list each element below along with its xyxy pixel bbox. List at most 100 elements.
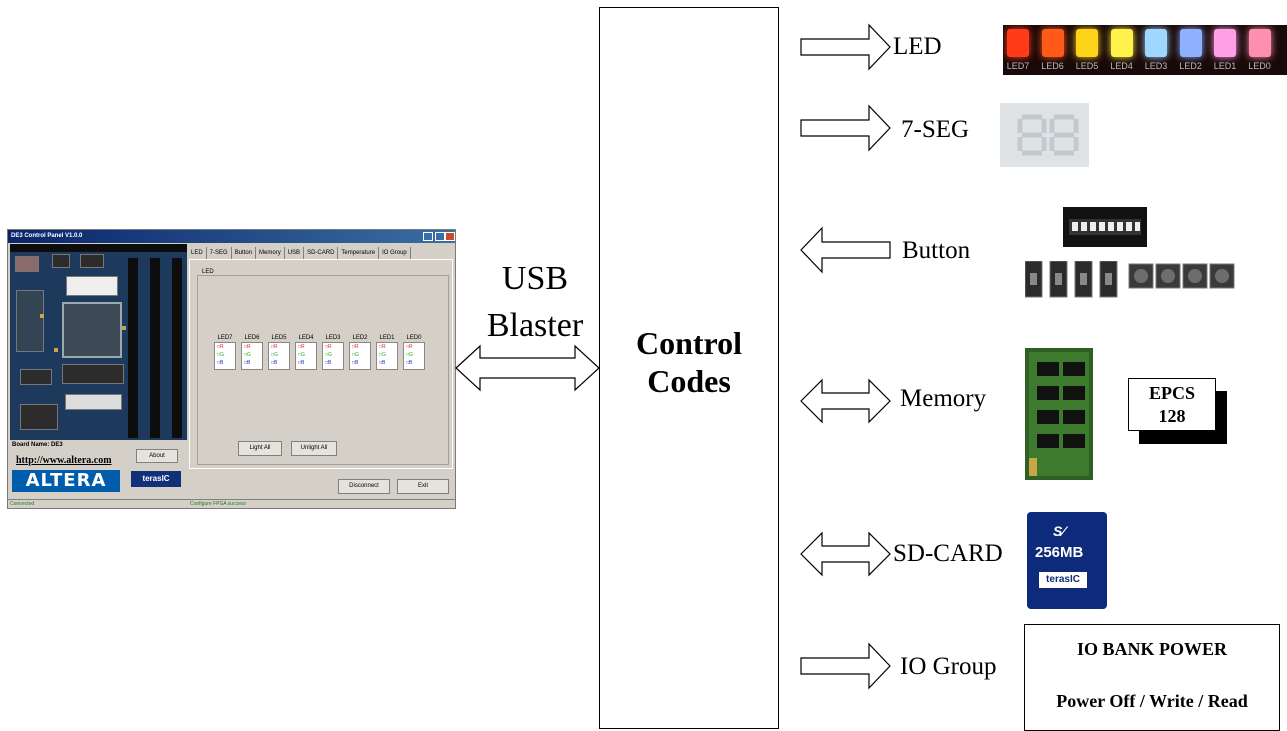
- checkbox-icon[interactable]: □: [217, 352, 221, 358]
- checkbox-icon[interactable]: □: [352, 360, 356, 366]
- led-color-checkbox[interactable]: □B: [244, 359, 262, 367]
- led-color-checkbox[interactable]: □B: [325, 359, 343, 367]
- altera-link[interactable]: http://www.altera.com: [16, 455, 112, 466]
- light-all-button[interactable]: Light All: [238, 441, 282, 456]
- io-bank-ops: Power Off / Write / Read: [1056, 691, 1248, 711]
- checkbox-icon[interactable]: □: [406, 344, 410, 350]
- led-arrow-icon: [800, 23, 891, 71]
- checkbox-icon[interactable]: □: [379, 360, 383, 366]
- close-icon: [445, 232, 455, 241]
- led-light: [1007, 29, 1029, 57]
- checkbox-icon[interactable]: □: [298, 360, 302, 366]
- led-strip-label: LED1: [1213, 61, 1237, 71]
- led-color-checkbox[interactable]: □B: [406, 359, 424, 367]
- usb-label-line1: USB: [501, 260, 569, 297]
- led-light: [1145, 29, 1167, 57]
- tab-7seg[interactable]: 7-SEG: [207, 247, 232, 259]
- exit-button[interactable]: Exit: [397, 479, 449, 494]
- checkbox-icon[interactable]: □: [271, 344, 275, 350]
- led-strip-label: LED4: [1110, 61, 1133, 71]
- checkbox-icon[interactable]: □: [379, 352, 383, 358]
- altera-logo: ALTERA: [12, 470, 120, 492]
- led-column: LED4 □R□G□B: [295, 335, 317, 370]
- checkbox-icon[interactable]: □: [244, 360, 248, 366]
- disconnect-button[interactable]: Disconnect: [338, 479, 390, 494]
- svg-text:S⁄: S⁄: [1053, 523, 1068, 539]
- led-color-checkbox[interactable]: □R: [217, 343, 235, 351]
- led-color-checkbox[interactable]: □R: [271, 343, 289, 351]
- memory-arrow-icon: [800, 378, 891, 424]
- led-column-label: LED3: [325, 335, 341, 341]
- board-photo: [10, 244, 187, 440]
- sd-card-photo: S⁄ 256MB terasIC: [1027, 512, 1107, 609]
- led-color-checkbox[interactable]: □G: [217, 351, 235, 359]
- led-color-checkbox[interactable]: □G: [298, 351, 316, 359]
- unlight-all-button[interactable]: Unlight All: [291, 441, 337, 456]
- led-color-checkbox[interactable]: □G: [406, 351, 424, 359]
- led-color-checkbox[interactable]: □G: [379, 351, 397, 359]
- tab-led[interactable]: LED: [188, 247, 207, 259]
- memory-label: Memory: [900, 385, 987, 412]
- led-column-label: LED4: [298, 335, 314, 341]
- led-color-checkbox[interactable]: □R: [379, 343, 397, 351]
- led-column-label: LED6: [244, 335, 260, 341]
- checkbox-icon[interactable]: □: [325, 344, 329, 350]
- led-column-label: LED7: [217, 335, 233, 341]
- usb-label-line2: Blaster: [486, 307, 584, 344]
- tab-temperature[interactable]: Temperature: [338, 247, 380, 259]
- led-color-checkbox[interactable]: □R: [352, 343, 370, 351]
- led-color-checkbox[interactable]: □R: [244, 343, 262, 351]
- epcs-line1: EPCS: [1148, 383, 1195, 403]
- checkbox-label: G: [247, 352, 251, 358]
- led-color-checkbox[interactable]: □G: [352, 351, 370, 359]
- maximize-icon: [435, 232, 445, 241]
- led-rgb-checkboxes: □R□G□B: [214, 342, 236, 370]
- led-color-checkbox[interactable]: □B: [217, 359, 235, 367]
- tab-usb[interactable]: USB: [285, 247, 305, 259]
- checkbox-icon[interactable]: □: [325, 360, 329, 366]
- io-group-label: IO Group: [900, 653, 997, 680]
- checkbox-icon[interactable]: □: [352, 344, 356, 350]
- checkbox-label: R: [328, 344, 332, 350]
- led-light: [1041, 29, 1064, 57]
- tab-io-group[interactable]: IO Group: [379, 247, 411, 259]
- control-codes-label: Control Codes: [599, 324, 779, 400]
- board-name: Board Name: DE3: [12, 442, 63, 448]
- about-button[interactable]: About: [136, 449, 178, 463]
- led-color-checkbox[interactable]: □B: [298, 359, 316, 367]
- checkbox-icon[interactable]: □: [298, 352, 302, 358]
- led-color-checkbox[interactable]: □G: [271, 351, 289, 359]
- checkbox-icon[interactable]: □: [271, 360, 275, 366]
- led-label: LED: [893, 33, 942, 60]
- checkbox-icon[interactable]: □: [271, 352, 275, 358]
- tab-button[interactable]: Button: [232, 247, 257, 259]
- checkbox-icon[interactable]: □: [406, 352, 410, 358]
- led-rgb-checkboxes: □R□G□B: [322, 342, 344, 370]
- checkbox-icon[interactable]: □: [244, 344, 248, 350]
- led-color-checkbox[interactable]: □B: [352, 359, 370, 367]
- tab-memory[interactable]: Memory: [256, 247, 285, 259]
- terasic-logo: terasIC: [131, 471, 181, 487]
- checkbox-icon[interactable]: □: [244, 352, 248, 358]
- checkbox-icon[interactable]: □: [379, 344, 383, 350]
- led-color-checkbox[interactable]: □R: [406, 343, 424, 351]
- tab-sdcard[interactable]: SD-CARD: [304, 247, 339, 259]
- led-column: LED2□R□G□B: [349, 335, 371, 370]
- checkbox-icon[interactable]: □: [406, 360, 410, 366]
- led-color-checkbox[interactable]: □G: [244, 351, 262, 359]
- seven-seg-digits-icon: [1017, 114, 1079, 156]
- led-color-checkbox[interactable]: □R: [325, 343, 343, 351]
- checkbox-icon[interactable]: □: [217, 344, 221, 350]
- led-color-checkbox[interactable]: □B: [271, 359, 289, 367]
- control-codes-line1: Control: [635, 325, 743, 361]
- checkbox-icon[interactable]: □: [298, 344, 302, 350]
- led-color-checkbox[interactable]: □R: [298, 343, 316, 351]
- checkbox-icon[interactable]: □: [325, 352, 329, 358]
- checkbox-icon[interactable]: □: [217, 360, 221, 366]
- led-color-checkbox[interactable]: □B: [379, 359, 397, 367]
- checkbox-label: B: [247, 360, 251, 366]
- led-color-checkbox[interactable]: □G: [325, 351, 343, 359]
- led-rgb-checkboxes: □R□G□B: [403, 342, 425, 370]
- checkbox-icon[interactable]: □: [352, 352, 356, 358]
